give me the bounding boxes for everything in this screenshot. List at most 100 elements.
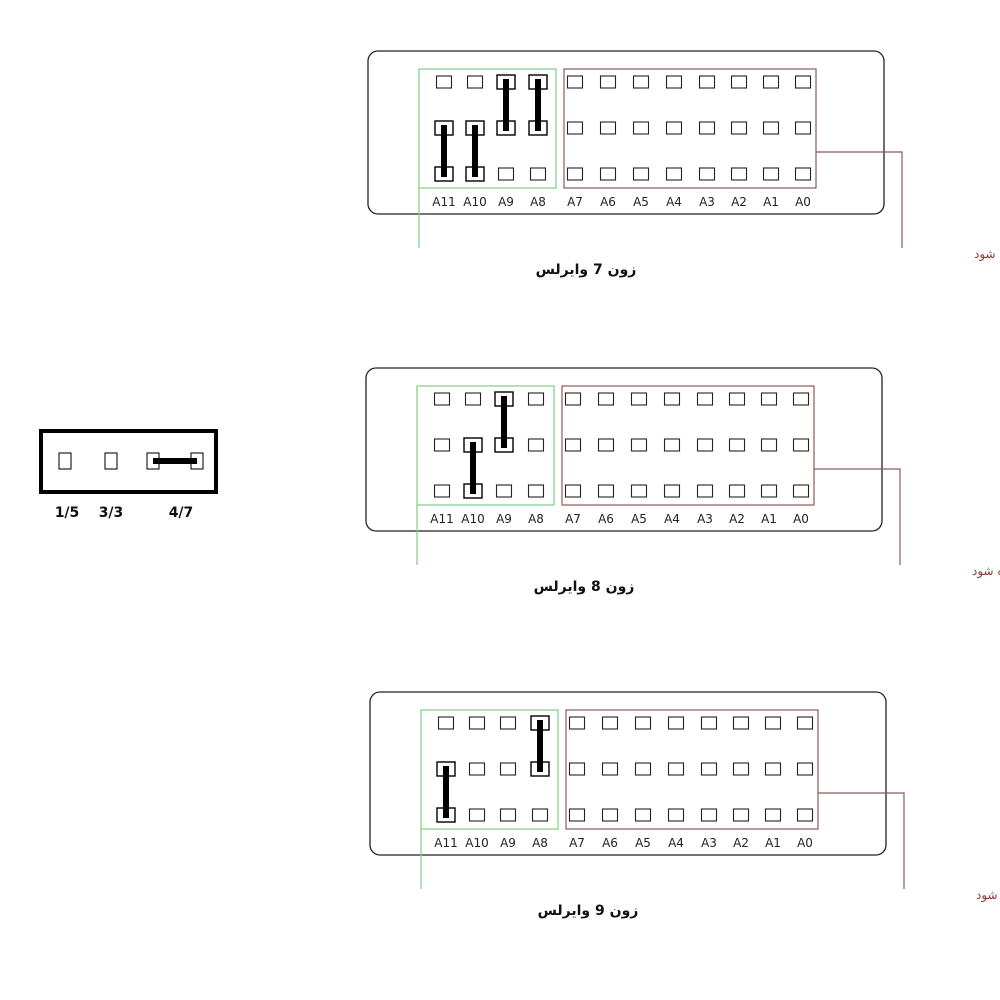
pin-a1-row-0 [762,75,780,89]
pin-a5-row-0 [630,392,648,406]
selector-label-3-3: 3/3 [99,505,124,521]
pin-a4-row-2 [665,167,683,181]
pin-label-a6: A6 [598,512,614,526]
pin-a2-row-0 [730,75,748,89]
pin-a0-row-0 [792,392,810,406]
pin-a0-row-1 [792,438,810,452]
pin-a2-row-2 [730,167,748,181]
pin-label-a11: A11 [432,195,455,209]
selector-pin-1 [58,452,72,470]
pin-a3-row-2 [696,484,714,498]
pin-a2-row-2 [728,484,746,498]
pin-label-a9: A9 [500,836,516,850]
pin-a7-row-0 [566,75,584,89]
pin-a9-row-0 [499,716,517,730]
pin-label-a3: A3 [699,195,715,209]
pin-a5-row-1 [634,762,652,776]
pin-a0-row-2 [792,484,810,498]
pin-grid [435,75,812,181]
data-pins-group-box [561,385,815,506]
random-order-note: A0 تا A7 به صورت رندوم و دلخواه چیده شود [976,888,1000,903]
pin-a9-row-1 [499,762,517,776]
pin-label-a4: A4 [664,512,680,526]
jumper-set [434,74,548,182]
pin-a3-row-1 [698,121,716,135]
jumper-set [436,715,550,823]
data-pins-group-box [565,709,819,830]
pin-label-a4: A4 [666,195,682,209]
pin-label-a7: A7 [567,195,583,209]
pin-label-a2: A2 [733,836,749,850]
pin-a3-row-1 [696,438,714,452]
pin-a6-row-0 [601,716,619,730]
pin-label-a7: A7 [565,512,581,526]
pin-a0-row-1 [794,121,812,135]
pin-a1-row-0 [760,392,778,406]
pin-a8-row-2 [529,167,547,181]
pin-a1-row-1 [762,121,780,135]
pin-label-a2: A2 [731,195,747,209]
pin-label-a0: A0 [795,195,811,209]
pin-a2-row-0 [728,392,746,406]
pin-a5-row-2 [634,808,652,822]
pin-label-a5: A5 [635,836,651,850]
pin-a4-row-1 [663,438,681,452]
pin-label-a6: A6 [600,195,616,209]
pin-a6-row-1 [601,762,619,776]
pin-a0-row-0 [796,716,814,730]
data-group-leader-line [814,468,901,565]
board-outline [365,367,883,532]
pin-label-a5: A5 [633,195,649,209]
selector-label-1-5: 1/5 [55,505,80,521]
pin-label-a8: A8 [528,512,544,526]
pin-a6-row-2 [597,484,615,498]
address-pins-group-box [420,709,559,830]
pin-a4-row-2 [663,484,681,498]
pin-a7-row-2 [566,167,584,181]
pin-a1-row-2 [762,167,780,181]
pin-a6-row-1 [597,438,615,452]
pin-a1-row-2 [760,484,778,498]
pin-a0-row-2 [796,808,814,822]
pin-a8-row-2 [527,484,545,498]
pin-label-a11: A11 [430,512,453,526]
pin-label-a3: A3 [701,836,717,850]
pin-a4-row-0 [663,392,681,406]
pin-a5-row-0 [634,716,652,730]
data-group-leader-line [818,792,905,889]
random-order-note: A0 تا A7 به صورت رندوم و دلخواه چیده شود [972,564,1000,579]
pin-a8-row-0 [527,392,545,406]
pin-a0-row-2 [794,167,812,181]
pin-label-a10: A10 [463,195,486,209]
pin-a8-row-2 [531,808,549,822]
pin-a2-row-1 [728,438,746,452]
pin-a11-row-1 [433,438,451,452]
pin-label-a8: A8 [530,195,546,209]
pin-a5-row-1 [630,438,648,452]
zone-title: زون 8 وایرلس [534,579,635,595]
pin-a9-row-2 [495,484,513,498]
pin-a4-row-1 [665,121,683,135]
pin-label-a0: A0 [793,512,809,526]
pin-a7-row-1 [564,438,582,452]
pin-a11-row-0 [435,75,453,89]
pin-a7-row-2 [568,808,586,822]
pin-a3-row-2 [700,808,718,822]
data-pins-group-box [563,68,817,189]
pin-a2-row-1 [730,121,748,135]
pin-a3-row-1 [700,762,718,776]
pin-a3-row-0 [696,392,714,406]
pin-label-a8: A8 [532,836,548,850]
pin-a7-row-1 [568,762,586,776]
pin-a7-row-2 [564,484,582,498]
pin-a6-row-2 [599,167,617,181]
selector-label-4-7: 4/7 [169,505,194,521]
pin-label-a5: A5 [631,512,647,526]
pin-a1-row-0 [764,716,782,730]
pin-a1-row-2 [764,808,782,822]
pin-a2-row-2 [732,808,750,822]
pin-label-a1: A1 [765,836,781,850]
